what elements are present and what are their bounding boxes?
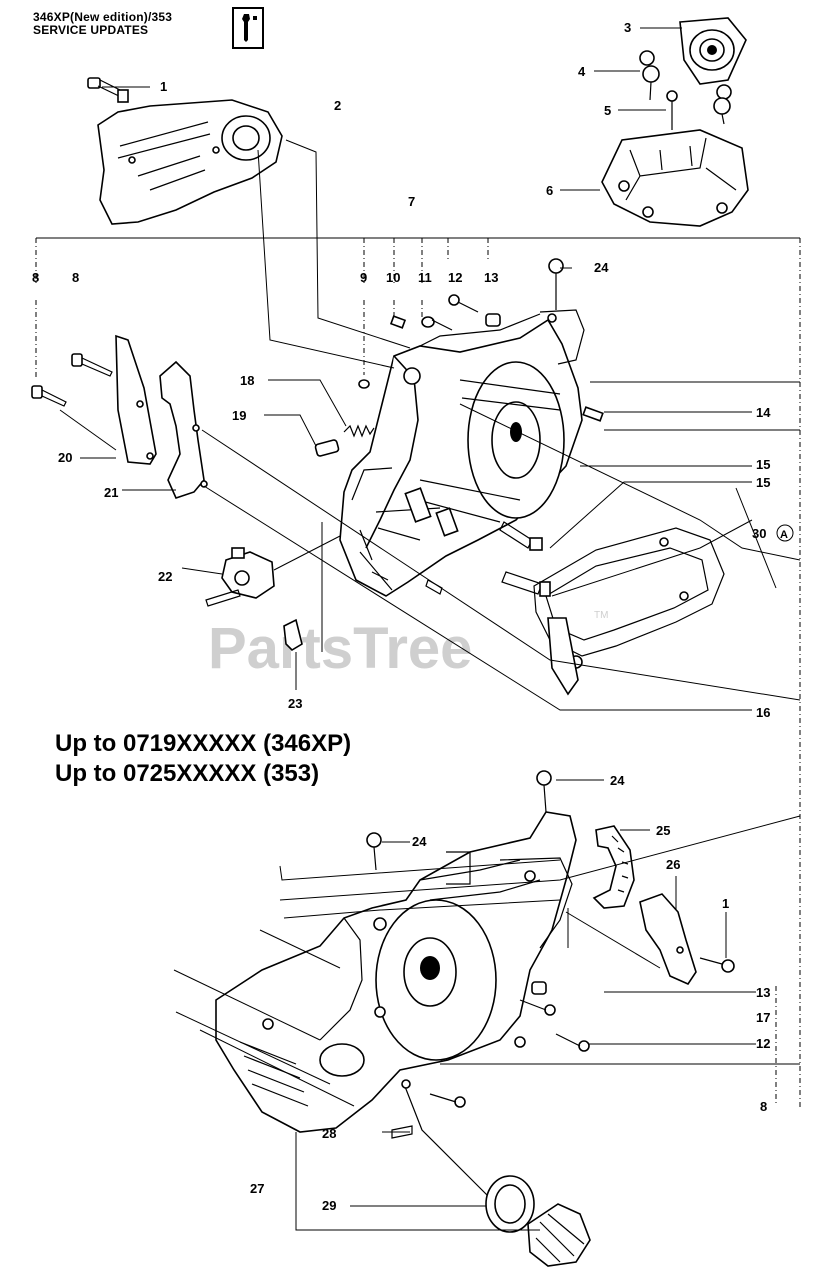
callout-6: 6	[546, 183, 553, 198]
switch-22	[205, 547, 275, 607]
callout-24-c: 24	[412, 834, 427, 849]
pad-19	[314, 439, 340, 457]
callout-12-b: 12	[756, 1036, 770, 1051]
screw-24-lower-b	[366, 832, 382, 871]
callout-8-c: 8	[760, 1099, 767, 1114]
screw-1-top	[87, 77, 129, 103]
screw-24-lower-a	[536, 770, 552, 813]
callout-30-ref-circle	[776, 524, 794, 542]
callout-27: 27	[250, 1181, 264, 1196]
screw-24-upper	[548, 258, 564, 310]
crankcase-upper	[339, 309, 585, 597]
callout-23: 23	[288, 696, 302, 711]
callout-9: 9	[360, 270, 367, 285]
callout-15-b: 15	[756, 475, 770, 490]
callout-1-bottom: 1	[722, 896, 729, 911]
callout-21: 21	[104, 485, 118, 500]
screw-13-upper	[485, 313, 501, 327]
damper-4-right	[713, 84, 732, 125]
callout-4: 4	[578, 64, 586, 79]
cable-28	[391, 1079, 489, 1197]
serial-range-346xp: Up to 0719XXXXX (346XP)	[55, 730, 352, 757]
ring-29	[485, 1175, 535, 1233]
callout-1-top: 1	[160, 79, 167, 94]
callout-24-b: 24	[610, 773, 625, 788]
callout-29: 29	[322, 1198, 336, 1213]
callout-18: 18	[240, 373, 254, 388]
gasket-30	[533, 527, 725, 696]
callout-24-a: 24	[594, 260, 609, 275]
callout-19: 19	[232, 408, 246, 423]
stud-15-lower	[501, 571, 551, 597]
callout-12-a: 12	[448, 270, 462, 285]
callout-16: 16	[756, 705, 770, 720]
bracket-21	[159, 360, 208, 499]
screw-12-upper	[448, 294, 479, 313]
pin-14	[582, 406, 604, 422]
cover-20	[115, 334, 157, 465]
callout-30-ref: A	[780, 529, 788, 541]
callout-13-b: 13	[756, 985, 770, 1000]
callout-20: 20	[58, 450, 72, 465]
screw-1-lower	[699, 957, 735, 973]
callout-14: 14	[756, 405, 771, 420]
wrench-icon	[232, 7, 264, 49]
screw-11	[421, 316, 453, 331]
chain-guard-plate	[97, 99, 283, 225]
watermark-tm: TM	[594, 610, 608, 621]
pin-9	[358, 379, 370, 389]
damper-4-left	[639, 50, 660, 101]
callout-15-a: 15	[756, 457, 770, 472]
spring-18	[343, 424, 375, 438]
header-model: 346XP(New edition)/353	[33, 10, 173, 24]
brake-band-25	[592, 825, 635, 909]
callout-8-b: 8	[72, 270, 79, 285]
screw-13-lower	[531, 981, 547, 995]
crankcase-lower	[215, 811, 577, 1133]
callout-17: 17	[756, 1010, 770, 1025]
callout-13-a: 13	[484, 270, 498, 285]
serial-range-353: Up to 0725XXXXX (353)	[55, 760, 320, 787]
knob-27	[527, 1203, 591, 1267]
callout-5: 5	[604, 103, 611, 118]
clip-23	[283, 618, 303, 652]
callout-3: 3	[624, 20, 631, 35]
callout-labels: 1 2 3 4 5 6 7 8 8 9 10 11 12 13 24 18 19…	[32, 20, 794, 1213]
callout-2: 2	[334, 98, 341, 113]
carburetor-holder-6	[601, 129, 749, 227]
callout-25: 25	[656, 823, 670, 838]
stud-15-upper	[499, 521, 543, 551]
callout-8-a: 8	[32, 270, 39, 285]
callout-11: 11	[418, 270, 432, 285]
screw-12-lower-a	[519, 999, 556, 1016]
callout-26: 26	[666, 857, 680, 872]
rubber-cap-3	[679, 17, 747, 85]
callout-10: 10	[386, 270, 400, 285]
header-service: SERVICE UPDATES	[33, 23, 149, 37]
screw-lower-c	[429, 1036, 526, 1108]
screw-5	[666, 90, 678, 130]
watermark: PartsTree	[208, 616, 472, 681]
callout-22: 22	[158, 569, 172, 584]
callout-28: 28	[322, 1126, 336, 1141]
screw-left-lower	[31, 385, 67, 407]
screw-12-lower-b	[555, 1033, 590, 1052]
callout-7: 7	[408, 194, 415, 209]
callout-30: 30	[752, 526, 766, 541]
pin-10	[389, 315, 407, 329]
screw-left-upper	[71, 353, 113, 377]
cover-26	[639, 893, 697, 986]
